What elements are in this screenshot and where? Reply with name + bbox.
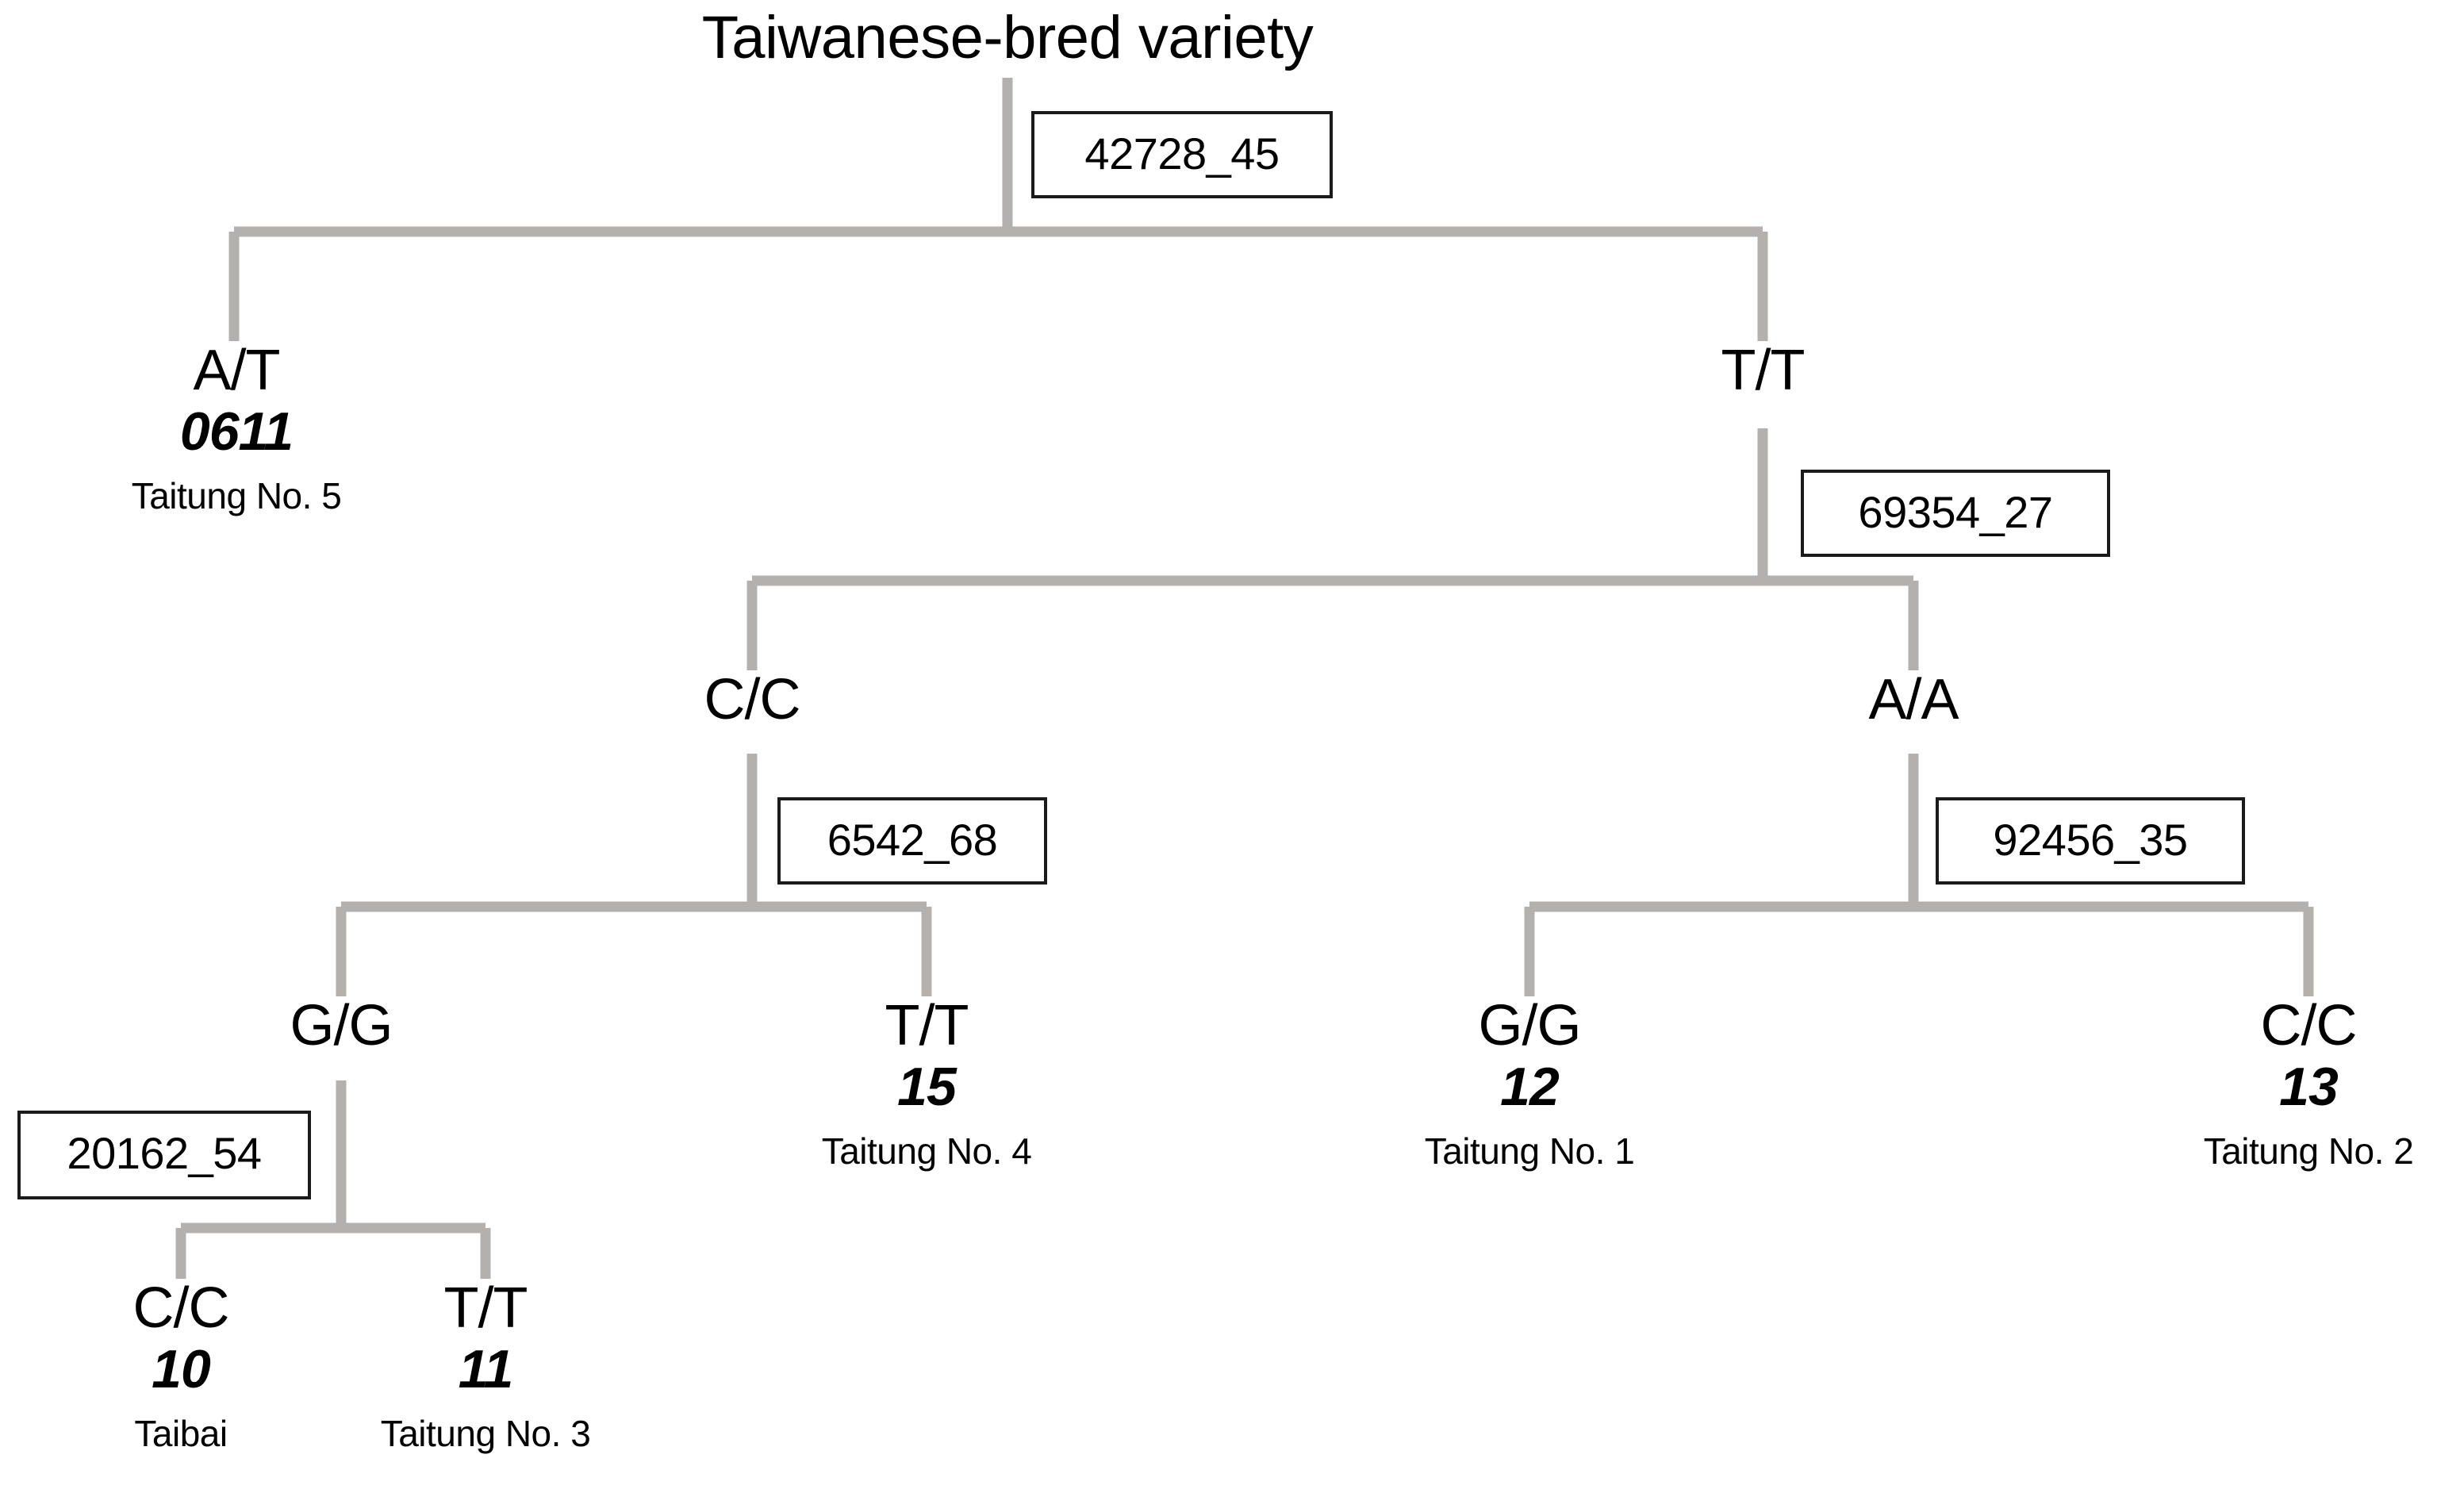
node-at-genotype: A/T xyxy=(193,339,280,402)
node-cc-genotype: C/C xyxy=(704,668,801,731)
node-cc-13-genotype: C/C xyxy=(2260,994,2358,1057)
node-tt-11[interactable]: T/T 11 Taitung No. 3 xyxy=(248,1279,723,1453)
node-gg-12-code: 12 xyxy=(1500,1056,1560,1117)
marker-box-6542-68[interactable]: 6542_68 xyxy=(777,797,1047,885)
node-cc[interactable]: C/C xyxy=(514,670,990,730)
node-gg-12-variety: Taitung No. 1 xyxy=(1424,1130,1635,1172)
node-tt-15-code: 15 xyxy=(897,1056,957,1117)
node-cc-10-code: 10 xyxy=(152,1338,211,1399)
marker-box-69354-27[interactable]: 69354_27 xyxy=(1801,470,2110,557)
node-gg-left[interactable]: G/G xyxy=(103,996,579,1056)
node-aa[interactable]: A/A xyxy=(1675,670,2151,730)
node-cc-10-variety: Taibai xyxy=(134,1412,228,1454)
node-cc-10[interactable]: C/C 10 Taibai xyxy=(0,1279,419,1453)
node-tt-11-variety: Taitung No. 3 xyxy=(380,1412,591,1454)
node-at-code: 0611 xyxy=(179,401,294,462)
node-tt-11-genotype: T/T xyxy=(443,1276,528,1340)
marker-box-42728-45[interactable]: 42728_45 xyxy=(1031,111,1333,198)
node-at-variety: Taitung No. 5 xyxy=(131,474,342,516)
node-tt-15-genotype: T/T xyxy=(885,994,969,1057)
node-tt-11-code: 11 xyxy=(458,1338,514,1399)
node-at[interactable]: A/T 0611 Taitung No. 5 xyxy=(0,341,474,515)
node-cc-13-variety: Taitung No. 2 xyxy=(2203,1130,2414,1172)
node-cc-13-code: 13 xyxy=(2279,1056,2339,1117)
marker-box-92456-35[interactable]: 92456_35 xyxy=(1936,797,2245,885)
marker-box-20162-54[interactable]: 20162_54 xyxy=(17,1111,311,1199)
node-gg-12-genotype: G/G xyxy=(1478,994,1581,1057)
node-tt-15[interactable]: T/T 15 Taitung No. 4 xyxy=(689,996,1165,1170)
node-tt-15-variety: Taitung No. 4 xyxy=(821,1130,1032,1172)
node-aa-genotype: A/A xyxy=(1868,668,1959,731)
node-tt[interactable]: T/T xyxy=(1525,341,2001,401)
node-gg-left-genotype: G/G xyxy=(290,994,393,1057)
node-cc-13[interactable]: C/C 13 Taitung No. 2 xyxy=(2070,996,2460,1170)
node-cc-10-genotype: C/C xyxy=(132,1276,230,1340)
page-title: Taiwanese-bred variety xyxy=(701,4,1314,71)
node-gg-12[interactable]: G/G 12 Taitung No. 1 xyxy=(1291,996,1767,1170)
node-tt-genotype: T/T xyxy=(1721,339,1806,402)
